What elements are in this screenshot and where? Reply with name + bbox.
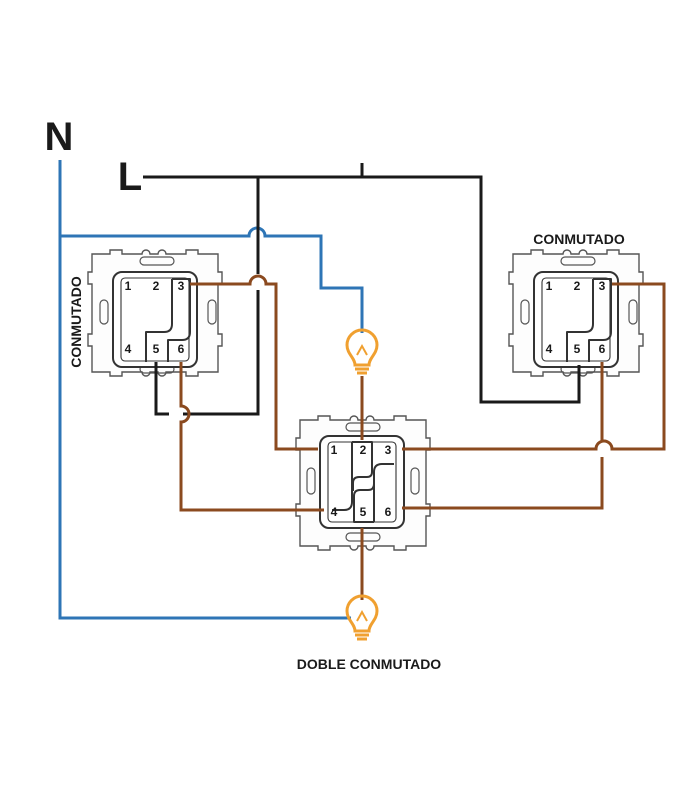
right-terminal-1: 1 [546, 279, 553, 293]
lightbulb-icon [345, 594, 379, 641]
left-switch-caption: CONMUTADO [68, 276, 84, 368]
center-terminal-6: 6 [385, 505, 392, 519]
left-switch: 1 2 3 4 5 6 CONMUTADO [68, 249, 223, 377]
center-terminal-5: 5 [360, 505, 367, 519]
left-terminal-2: 2 [153, 279, 160, 293]
center-switch-caption: DOBLE CONMUTADO [297, 656, 442, 672]
left-traveler-upper-wire [190, 274, 318, 451]
left-terminal-3: 3 [178, 279, 185, 293]
lightbulb-icon [345, 328, 379, 375]
left-traveler-lower-wire [179, 362, 324, 512]
right-switch-caption: CONMUTADO [533, 231, 625, 247]
center-terminal-3: 3 [385, 443, 392, 457]
left-terminal-1: 1 [125, 279, 132, 293]
right-terminal-3: 3 [599, 279, 606, 293]
center-terminal-4: 4 [331, 505, 338, 519]
neutral-wire [58, 160, 364, 620]
left-terminal-6: 6 [178, 342, 185, 356]
right-terminal-6: 6 [599, 342, 606, 356]
right-terminal-4: 4 [546, 342, 553, 356]
left-terminal-4: 4 [125, 342, 132, 356]
center-terminal-2: 2 [360, 443, 367, 457]
left-terminal-5: 5 [153, 342, 160, 356]
line-label: L [118, 155, 142, 199]
right-switch: 1 2 3 4 5 6 CONMUTADO [508, 231, 644, 377]
right-traveler-upper-wire [402, 282, 666, 451]
line-wire [143, 163, 581, 416]
right-traveler-lower-wire [402, 362, 604, 510]
neutral-label: N [45, 115, 74, 159]
right-terminal-2: 2 [574, 279, 581, 293]
right-terminal-5: 5 [574, 342, 581, 356]
center-terminal-1: 1 [331, 443, 338, 457]
